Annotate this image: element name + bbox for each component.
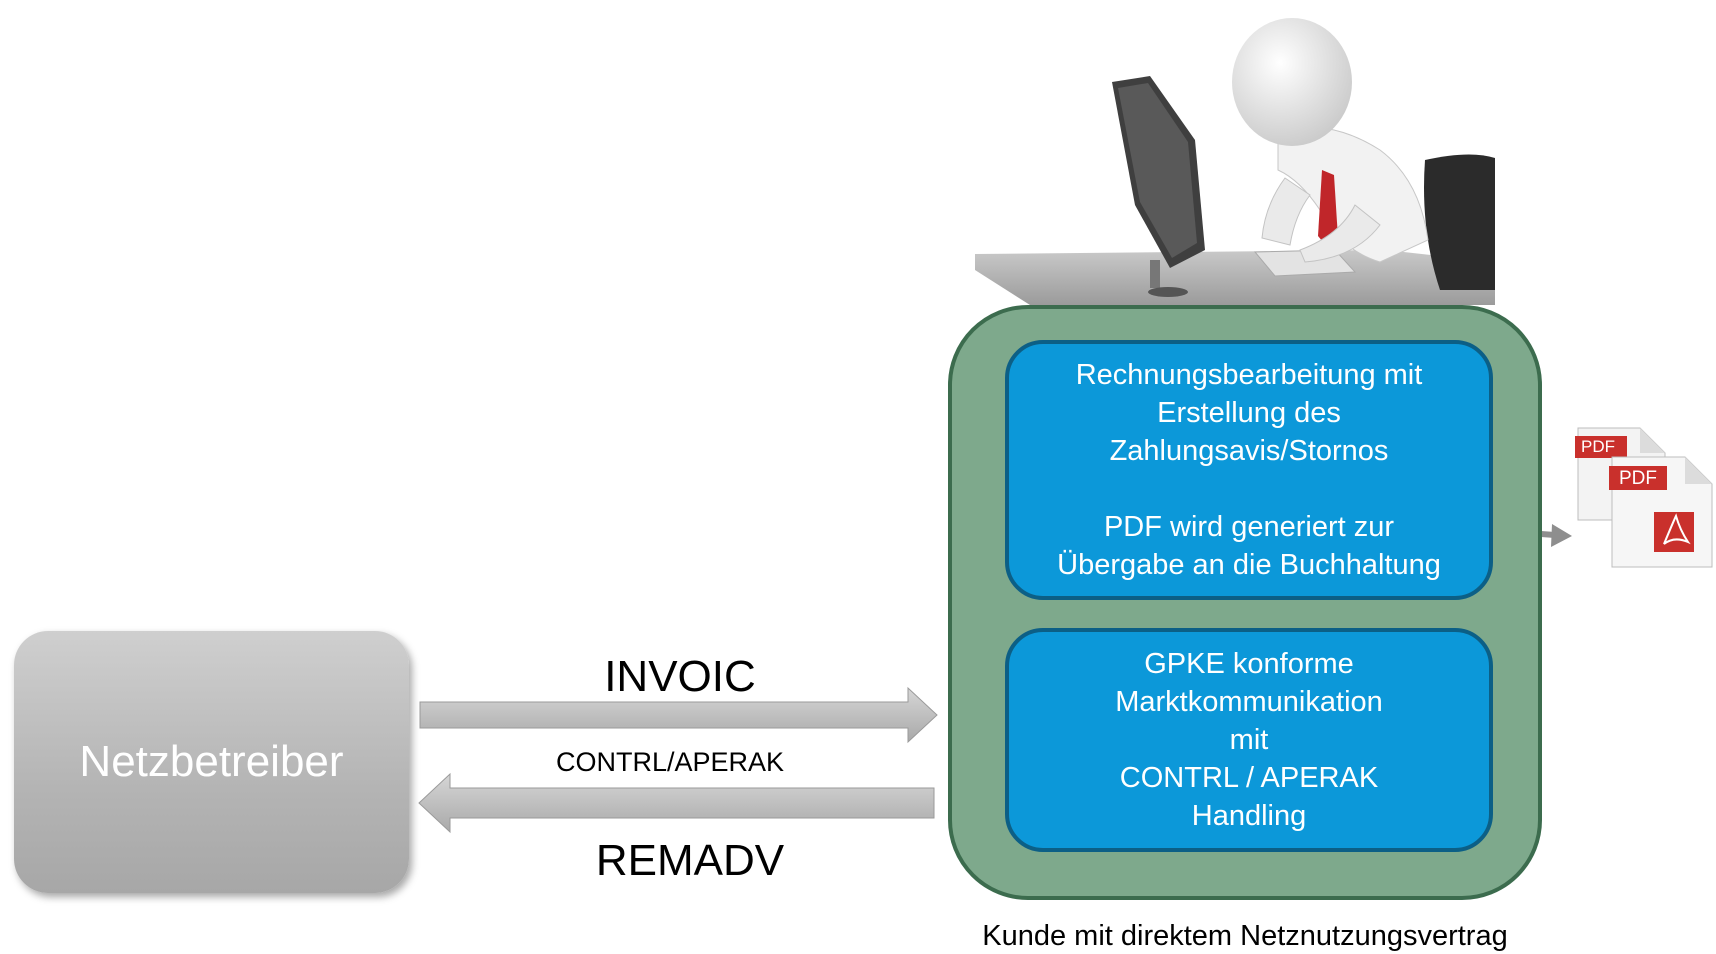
invoice-processing-line-2: Erstellung des (1157, 397, 1341, 429)
customer-caption: Kunde mit direktem Netznutzungsvertrag (982, 920, 1508, 952)
contrl-aperak-label: CONTRL/APERAK (555, 747, 785, 777)
market-communication-line-5: Handling (1191, 800, 1307, 832)
pdf-document-icon-front (1609, 456, 1713, 568)
pdf-label-front: PDF (1619, 468, 1657, 489)
invoic-label: INVOIC (604, 652, 756, 701)
pdf-generation-line-2: Übergabe an die Buchhaltung (1057, 549, 1441, 581)
market-communication-box: GPKE konforme Marktkommunikation mit CON… (1005, 628, 1493, 852)
invoice-processing-box: Rechnungsbearbeitung mit Erstellung des … (1005, 340, 1493, 600)
invoice-processing-line-3: Zahlungsavis/Stornos (1109, 435, 1389, 467)
chair-shape (1424, 154, 1495, 290)
person-body (1277, 126, 1429, 263)
remadv-label: REMADV (595, 836, 785, 885)
person-head (1232, 18, 1352, 146)
network-operator-label: Netzbetreiber (79, 737, 344, 786)
pdf-label-back: PDF (1581, 437, 1615, 456)
invoic-arrow (419, 686, 938, 744)
desk-shape (975, 250, 1495, 305)
invoice-processing-line-1: Rechnungsbearbeitung mit (1075, 359, 1423, 391)
market-communication-line-2: Marktkommunikation (1115, 686, 1383, 718)
pdf-generation-line-1: PDF wird generiert zur (1103, 511, 1395, 543)
market-communication-line-1: GPKE konforme (1144, 648, 1354, 680)
pdf-export-arrow (1551, 524, 1572, 547)
market-communication-line-4: CONTRL / APERAK (1119, 762, 1379, 794)
market-communication-line-3: mit (1229, 724, 1269, 756)
network-operator-box: Netzbetreiber (14, 631, 409, 893)
remadv-arrow (418, 772, 935, 834)
